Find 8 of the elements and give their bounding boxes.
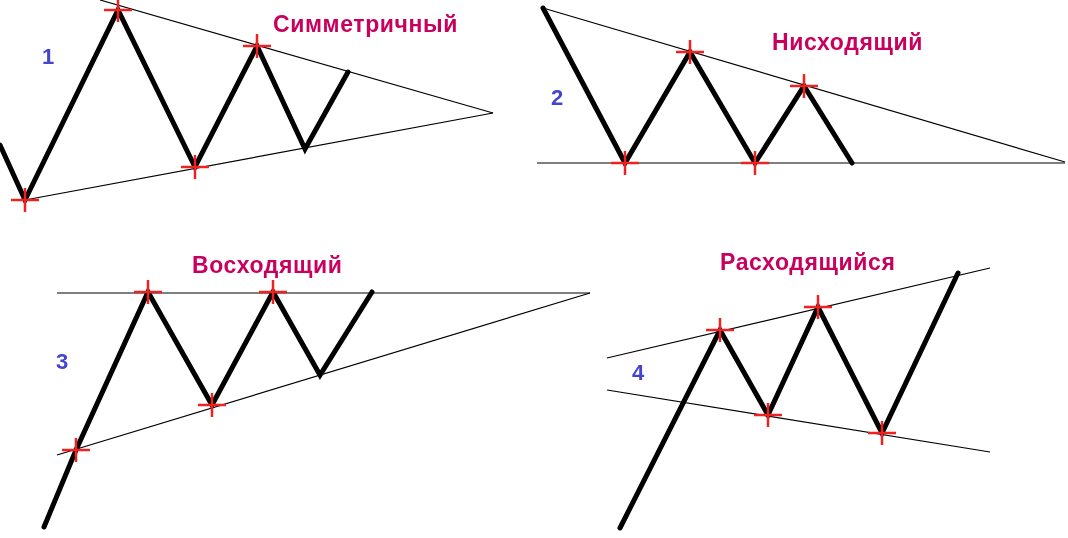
pattern-title: Восходящий bbox=[192, 254, 343, 277]
pattern-title: Нисходящий bbox=[772, 31, 923, 54]
pattern-number: 2 bbox=[551, 87, 564, 109]
pattern-number: 4 bbox=[632, 362, 645, 384]
pattern-number: 3 bbox=[56, 351, 69, 373]
pattern-number: 1 bbox=[42, 46, 55, 68]
pattern-title: Симметричный bbox=[273, 13, 458, 36]
pattern-title: Расходящийся bbox=[720, 251, 896, 274]
